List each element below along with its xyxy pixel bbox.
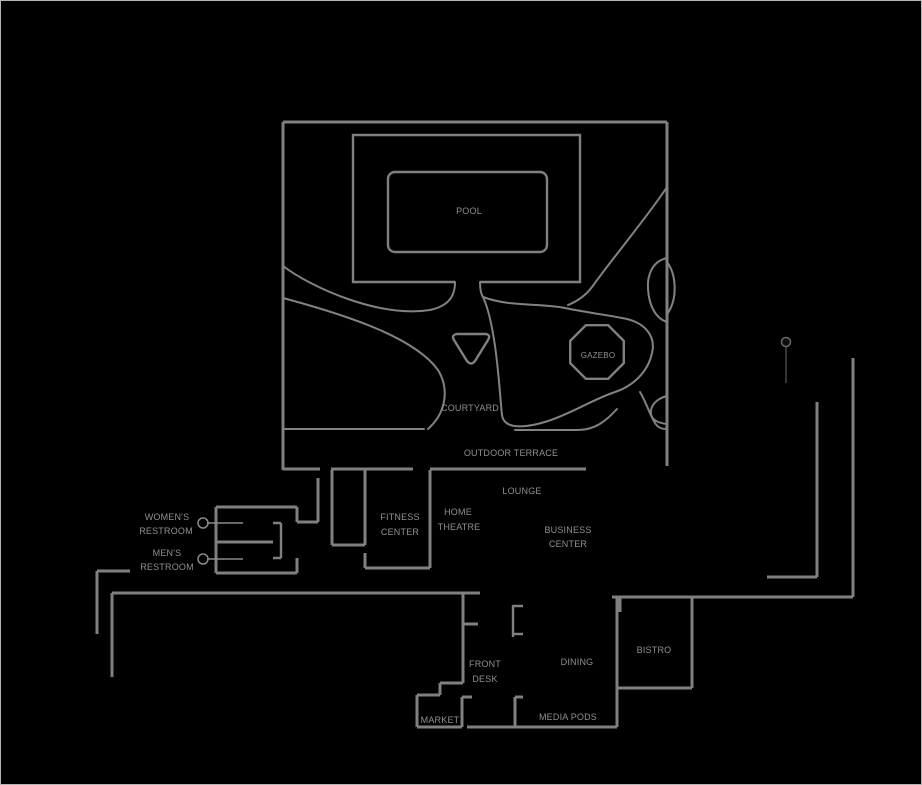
driveway-inner-wall (767, 402, 819, 579)
restroom-walls (95, 478, 320, 634)
lobby-kiosk (511, 604, 523, 637)
outdoor-terrace-label: OUTDOOR TERRACE (464, 448, 558, 458)
womens-restroom-marker (197, 517, 209, 529)
wall-planter-outer-arc (666, 261, 676, 314)
restroom-fixture (273, 521, 283, 560)
front-desk-wall (461, 593, 478, 683)
bistro-label: BISTRO (637, 645, 672, 655)
fitness-theatre-walls (330, 470, 432, 570)
market-label: MARKET (421, 715, 460, 725)
fitness-center-label-line2: CENTER (381, 527, 420, 537)
business-center-label-line1: BUSINESS (544, 525, 591, 535)
pool-label: POOL (456, 206, 482, 216)
front-desk-label-line1: FRONT (469, 659, 501, 669)
restroom-outline (214, 478, 320, 575)
mens-restroom-label-line1: MEN'S (153, 548, 182, 558)
labels: POOL GAZEBO COURTYARD OUTDOOR TERRACE LO… (139, 206, 671, 725)
wall-planter-upper (646, 257, 668, 323)
pool-deck-outline (351, 133, 582, 284)
right-corner-curve (639, 391, 668, 430)
left-path-curve (282, 265, 456, 313)
gazebo-lawn-outline (481, 295, 654, 428)
market-walls (415, 681, 472, 729)
pin-head-icon[interactable] (780, 336, 792, 348)
dining-bistro-walls (615, 597, 694, 727)
home-theatre-label-line1: HOME (444, 507, 472, 517)
courtyard-walls (281, 120, 669, 471)
lounge-label: LOUNGE (502, 486, 541, 496)
mens-restroom-label-line2: RESTROOM (140, 562, 194, 572)
courtyard-label: COURTYARD (441, 403, 499, 413)
east-north-wall (612, 595, 853, 612)
left-planter-curve (282, 297, 446, 430)
womens-restroom-label-line1: WOMEN'S (145, 512, 190, 522)
dining-label: DINING (561, 657, 594, 667)
fitness-room-walls (363, 470, 432, 570)
fitness-corridor-walls (330, 470, 367, 547)
wall-path-curve (567, 186, 668, 306)
business-center-label-line2: CENTER (549, 539, 588, 549)
pin-marker[interactable] (780, 336, 792, 384)
courtyard-triangle (451, 332, 491, 365)
mens-restroom-marker (197, 553, 209, 565)
pool-deck (351, 133, 582, 284)
planting-edge-right (514, 408, 618, 431)
south-building-walls (110, 358, 855, 729)
gazebo-label: GAZEBO (581, 351, 616, 360)
landscape-paths (282, 186, 676, 431)
west-wing-corner (95, 569, 130, 634)
media-pods-walls (467, 695, 617, 729)
pool-outline (386, 170, 549, 254)
media-pods-label: MEDIA PODS (539, 712, 597, 722)
womens-restroom-label-line2: RESTROOM (139, 526, 193, 536)
fitness-center-label-line1: FITNESS (380, 512, 419, 522)
front-desk-label-line2: DESK (472, 674, 497, 684)
gazebo-octagon (569, 324, 625, 380)
right-path-curve (479, 281, 484, 298)
home-theatre-label-line2: THEATRE (438, 522, 481, 532)
